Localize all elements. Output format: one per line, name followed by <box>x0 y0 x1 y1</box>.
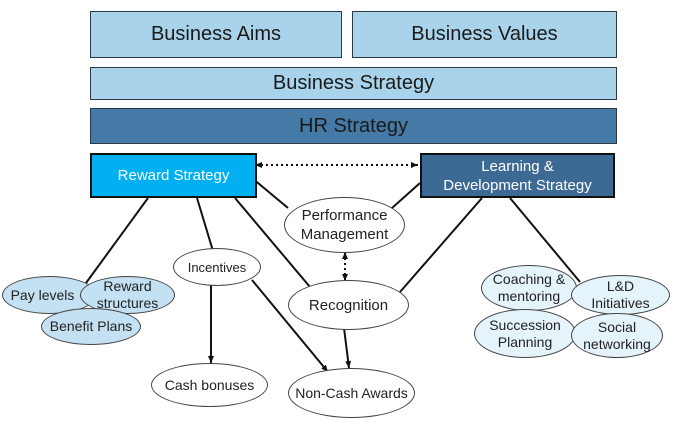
business-strategy-box: Business Strategy <box>90 67 617 100</box>
incentives-node: Incentives <box>173 248 261 286</box>
edge-ld-recognition <box>399 197 483 293</box>
incentives-label: Incentives <box>187 259 247 275</box>
social-networking-node: Social networking <box>571 313 663 358</box>
edge-ld-initiatives <box>509 197 581 283</box>
edge-reward-incentives <box>196 197 214 252</box>
edge-reward-performance <box>251 177 289 209</box>
non-cash-awards-label: Non-Cash Awards <box>295 384 408 401</box>
recognition-node: Recognition <box>288 280 409 330</box>
reward-structures-node: Reward structures <box>80 276 175 314</box>
cash-bonuses-label: Cash bonuses <box>164 376 255 393</box>
hr-strategy-label: HR Strategy <box>299 114 408 137</box>
business-values-label: Business Values <box>411 23 558 45</box>
succession-planning-node: Succession Planning <box>474 309 576 358</box>
business-values-box: Business Values <box>352 11 617 58</box>
pay-levels-label: Pay levels <box>10 286 75 303</box>
business-aims-box: Business Aims <box>90 11 342 58</box>
social-networking-label: Social networking <box>583 318 651 352</box>
cash-bonuses-node: Cash bonuses <box>151 363 268 407</box>
ld-strategy-label: Learning & Development Strategy <box>443 157 592 194</box>
reward-strategy-box: Reward Strategy <box>90 153 257 198</box>
business-aims-label: Business Aims <box>150 23 282 45</box>
edge-incentives-noncash <box>251 279 329 373</box>
non-cash-awards-node: Non-Cash Awards <box>288 368 415 418</box>
coaching-mentoring-node: Coaching & mentoring <box>481 265 577 311</box>
succession-planning-label: Succession Planning <box>489 316 561 350</box>
ld-initiatives-node: L&D Initiatives <box>571 275 670 315</box>
coaching-mentoring-label: Coaching & mentoring <box>492 271 566 304</box>
edge-ld-performance <box>391 182 421 209</box>
business-strategy-label: Business Strategy <box>272 72 435 94</box>
edge-reward-paylevels <box>85 197 149 284</box>
hr-strategy-box: HR Strategy <box>90 108 617 144</box>
edge-recognition-noncash <box>343 327 352 369</box>
ld-strategy-box: Learning & Development Strategy <box>420 153 615 198</box>
benefit-plans-node: Benefit Plans <box>41 308 141 345</box>
edge-reward-recognition <box>234 197 311 288</box>
performance-management-node: Performance Management <box>284 197 405 253</box>
reward-structures-label: Reward structures <box>96 278 159 311</box>
reward-strategy-label: Reward Strategy <box>117 167 230 184</box>
performance-management-label: Performance Management <box>300 207 389 243</box>
ld-initiatives-label: L&D Initiatives <box>591 278 650 311</box>
benefit-plans-label: Benefit Plans <box>49 318 133 334</box>
recognition-label: Recognition <box>308 296 389 314</box>
